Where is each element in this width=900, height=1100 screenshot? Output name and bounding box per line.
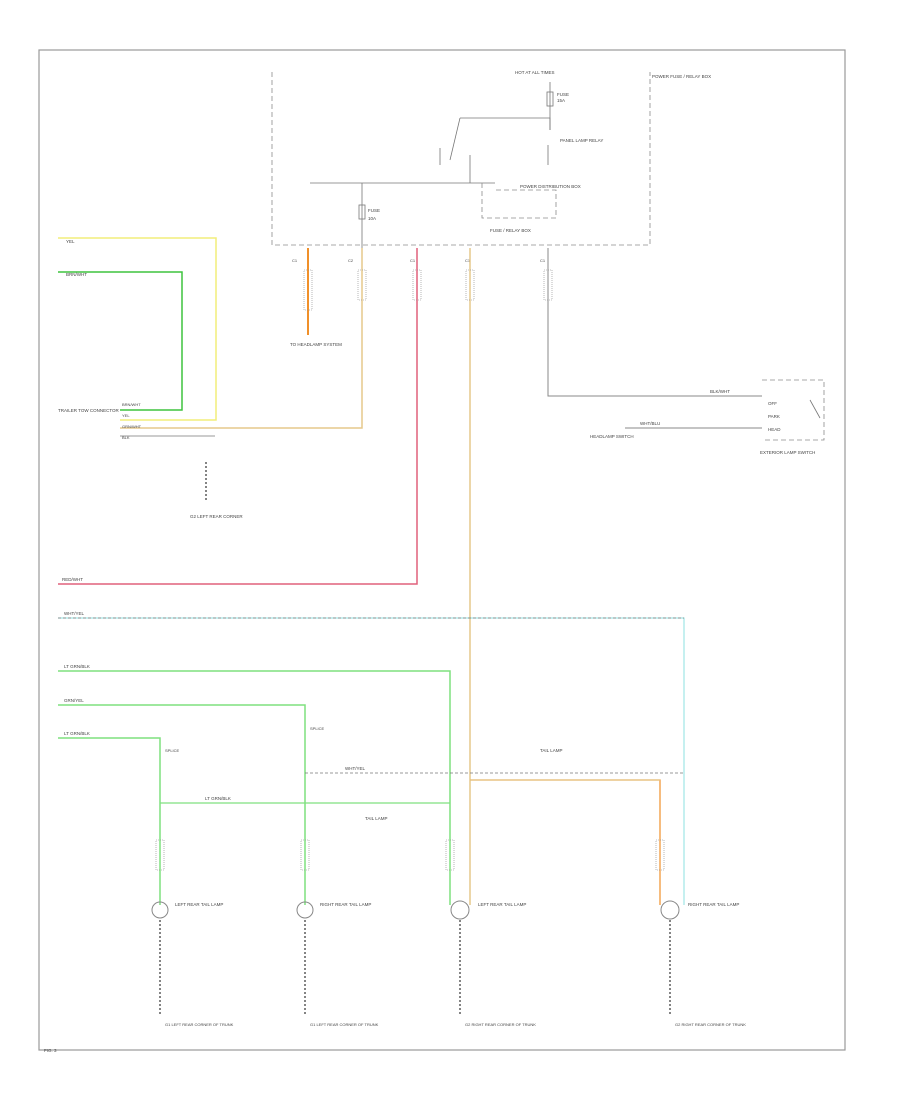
relay-feed [460, 117, 551, 130]
lamp-switch-label: EXTERIOR LAMP SWITCH [760, 450, 815, 455]
lamp-3-label: LEFT REAR TAIL LAMP [478, 902, 526, 907]
pin-label-5: C1 [540, 258, 546, 263]
relay-block-label: FUSE / RELAY BOX [490, 228, 531, 233]
relay-block [481, 183, 557, 219]
wire-light-blue [58, 617, 685, 905]
switch-text-1: OFF [768, 401, 777, 406]
panel-lamp-label: PANEL LAMP RELAY [560, 138, 603, 143]
connector-label: TRAILER TOW CONNECTOR [58, 408, 120, 413]
hot-label: HOT AT ALL TIMES [515, 70, 555, 75]
pin-label-3: C1 [410, 258, 416, 263]
fuse-box-outline [271, 72, 651, 246]
fuse2-symbol [358, 204, 366, 220]
wire-label-w9: WHT/YEL [64, 611, 84, 616]
fuse2-label: FUSE [368, 208, 380, 213]
connector-orange [303, 269, 313, 311]
connector-pin-1: BRN/WHT [122, 402, 141, 407]
diagram-frame [38, 49, 846, 1051]
lamp-switch-contact [809, 399, 821, 419]
pin-label-2: C2 [348, 258, 354, 263]
wire-lgreen-3 [58, 737, 161, 905]
wire-gray [547, 248, 762, 397]
note-left: SPLICE [165, 748, 180, 753]
connector-lamp2 [300, 839, 310, 871]
wire-green [58, 271, 183, 411]
wire-tan-connector [120, 248, 363, 429]
wire-label-w2: BRN/WHT [66, 272, 87, 277]
connector-tan-main [465, 269, 475, 301]
wire-label-w11: WHT/YEL [345, 766, 365, 771]
connector-pin-4: BLK [122, 435, 130, 440]
wire-label-w5: WHT/BLU [640, 421, 660, 426]
wire-label-w6: LT GRN/BLK [64, 664, 90, 669]
figure-label: FIG. 3 [44, 1048, 57, 1053]
wire-label-w7: GRN/YEL [64, 698, 84, 703]
ground-module-label: G2 LEFT REAR CORNER [190, 514, 243, 519]
wire-label-w10: LT GRN/BLK [205, 796, 231, 801]
connector-lamp4 [655, 839, 665, 871]
wire-label-w1: YEL [66, 239, 75, 244]
wire-lgreen-1 [58, 670, 451, 905]
wire-cross-orange [470, 779, 661, 905]
fuse-label: FUSE [557, 92, 569, 97]
connector-pin-3: GRN/WHT [122, 424, 142, 429]
lamp-2: RIGHT REAR TAIL LAMP [296, 901, 371, 919]
wire-yellow [58, 237, 217, 421]
ground-label-2: G1 LEFT REAR CORNER OF TRUNK [310, 1022, 379, 1027]
connector-pink [412, 269, 422, 301]
ground-label-1: G1 LEFT REAR CORNER OF TRUNK [165, 1022, 234, 1027]
lamp-2-label: RIGHT REAR TAIL LAMP [320, 902, 371, 907]
fuse-amp-label: 15A [557, 98, 565, 103]
lamp-1: LEFT REAR TAIL LAMP [151, 901, 223, 919]
module-label: POWER DISTRIBUTION BOX [520, 184, 581, 189]
relay-contact [449, 117, 461, 161]
note-mid: SPLICE [310, 726, 325, 731]
tail-block-right: TAIL LAMP [540, 748, 563, 753]
wire-label-w3: BLK/WHT [710, 389, 730, 394]
lamp-4-label: RIGHT REAR TAIL LAMP [688, 902, 739, 907]
connector-tan [357, 269, 367, 301]
wire-pink [58, 248, 418, 585]
fuse-symbol [546, 91, 554, 107]
pin-label-1: C1 [292, 258, 298, 263]
connector-lamp3 [445, 839, 455, 871]
headlamp-label: HEADLAMP SWITCH [590, 434, 634, 439]
wire-label-w4: RED/WHT [62, 577, 83, 582]
lamp-1-label: LEFT REAR TAIL LAMP [175, 902, 223, 907]
switch-text-2: PARK [768, 414, 780, 419]
tail-block-left: TAIL LAMP [365, 816, 388, 821]
wire-label-w8: LT GRN/BLK [64, 731, 90, 736]
connector-gray [543, 269, 553, 301]
lamp-3: LEFT REAR TAIL LAMP [450, 900, 526, 920]
fuse2-amp-label: 10A [368, 216, 376, 221]
switch-text-3: HEAD [768, 427, 781, 432]
ground-label-4: G2 RIGHT REAR CORNER OF TRUNK [675, 1022, 746, 1027]
wire-lgreen-2 [58, 704, 306, 905]
connector-lamp1 [155, 839, 165, 871]
lamp-4: RIGHT REAR TAIL LAMP [660, 900, 739, 920]
connector-pin-2: YEL [122, 413, 130, 418]
lamp-switch-outline [762, 379, 825, 441]
pin-label-4: C1 [465, 258, 471, 263]
side-note-label: POWER FUSE / RELAY BOX [652, 74, 711, 79]
ground-label-3: G2 RIGHT REAR CORNER OF TRUNK [465, 1022, 536, 1027]
other-label: TO HEADLAMP SYSTEM [290, 342, 342, 347]
